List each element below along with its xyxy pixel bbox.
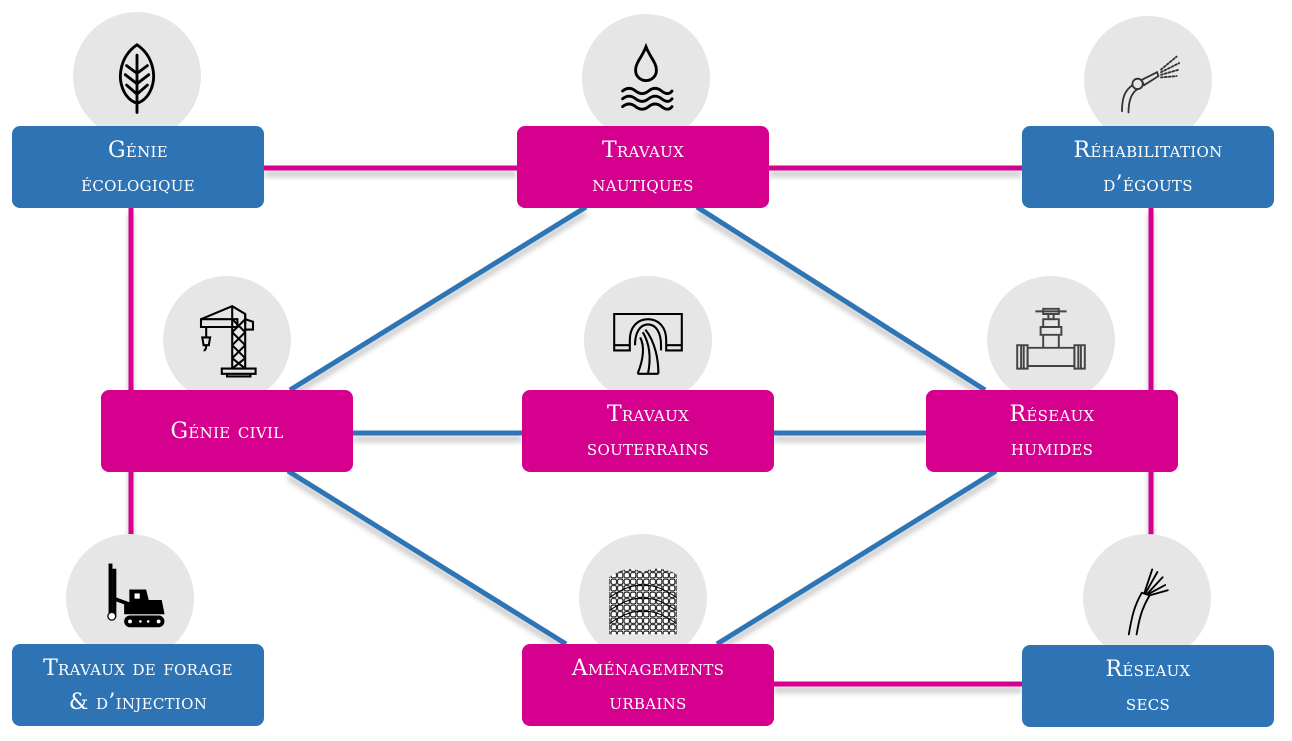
node-label-line1: Génie (107, 138, 169, 163)
node-label-line2: urbains (609, 690, 687, 715)
icon-circle-travaux-nautiques (582, 14, 710, 142)
node-travaux-forage: Travaux de forage & d’injection (12, 644, 264, 726)
hose-spray-icon (1121, 55, 1181, 114)
node-label-line1: Travaux de forage (43, 656, 233, 681)
node-label-line1: Travaux (606, 402, 690, 427)
node-label-line2: écologique (81, 172, 195, 197)
node-genie-civil: Génie civil (101, 390, 353, 472)
tunnel-icon (613, 312, 683, 375)
node-label-line1: Génie civil (170, 419, 284, 444)
node-label-line2: & d’injection (68, 690, 208, 715)
icon-circle-amenagements-urbains (579, 534, 707, 662)
valve-pipe-icon (1016, 307, 1086, 370)
node-label-line2: secs (1125, 691, 1171, 716)
icon-circle-genie-ecologique (73, 12, 201, 140)
node-label-line2: d’égouts (1103, 172, 1193, 197)
paving-stones-icon (609, 568, 677, 635)
icon-circle-genie-civil (163, 276, 291, 404)
node-label-line2: nautiques (592, 172, 694, 197)
node-label-line2: souterrains (586, 436, 710, 461)
node-label-line2: humides (1010, 436, 1094, 461)
node-rehabilitation-egouts: Réhabilitation d’égouts (1022, 126, 1274, 208)
leaf-icon (119, 43, 155, 114)
icon-circle-rehabilitation-egouts (1084, 16, 1212, 144)
water-drop-waves-icon (621, 42, 674, 111)
edge-amenagements-urbains-to-reseaux-humides (715, 468, 998, 647)
node-label-line1: Aménagements (571, 656, 725, 681)
node-reseaux-secs: Réseaux secs (1022, 645, 1274, 727)
node-amenagements-urbains: Aménagements urbains (522, 644, 774, 726)
edge-genie-civil-to-travaux-nautiques (288, 204, 588, 393)
node-label-line1: Réseaux (1009, 402, 1095, 427)
drilling-rig-icon (107, 563, 165, 628)
node-travaux-nautiques: Travaux nautiques (517, 126, 769, 208)
crane-icon (199, 305, 257, 378)
icon-circle-travaux-souterrains (584, 276, 712, 404)
icon-circle-travaux-forage (66, 534, 194, 662)
icon-circle-reseaux-humides (987, 276, 1115, 404)
cable-wires-icon (1127, 568, 1169, 636)
node-label-line1: Réseaux (1105, 657, 1191, 682)
edge-genie-civil-to-amenagements-urbains (286, 468, 568, 647)
node-travaux-souterrains: Travaux souterrains (522, 390, 774, 472)
edge-travaux-nautiques-to-reseaux-humides (695, 204, 987, 393)
node-label-line1: Travaux (601, 138, 685, 163)
node-label-line1: Réhabilitation (1073, 138, 1223, 163)
node-genie-ecologique: Génie écologique (12, 126, 264, 208)
node-reseaux-humides: Réseaux humides (926, 390, 1178, 472)
icon-circle-reseaux-secs (1083, 534, 1211, 662)
